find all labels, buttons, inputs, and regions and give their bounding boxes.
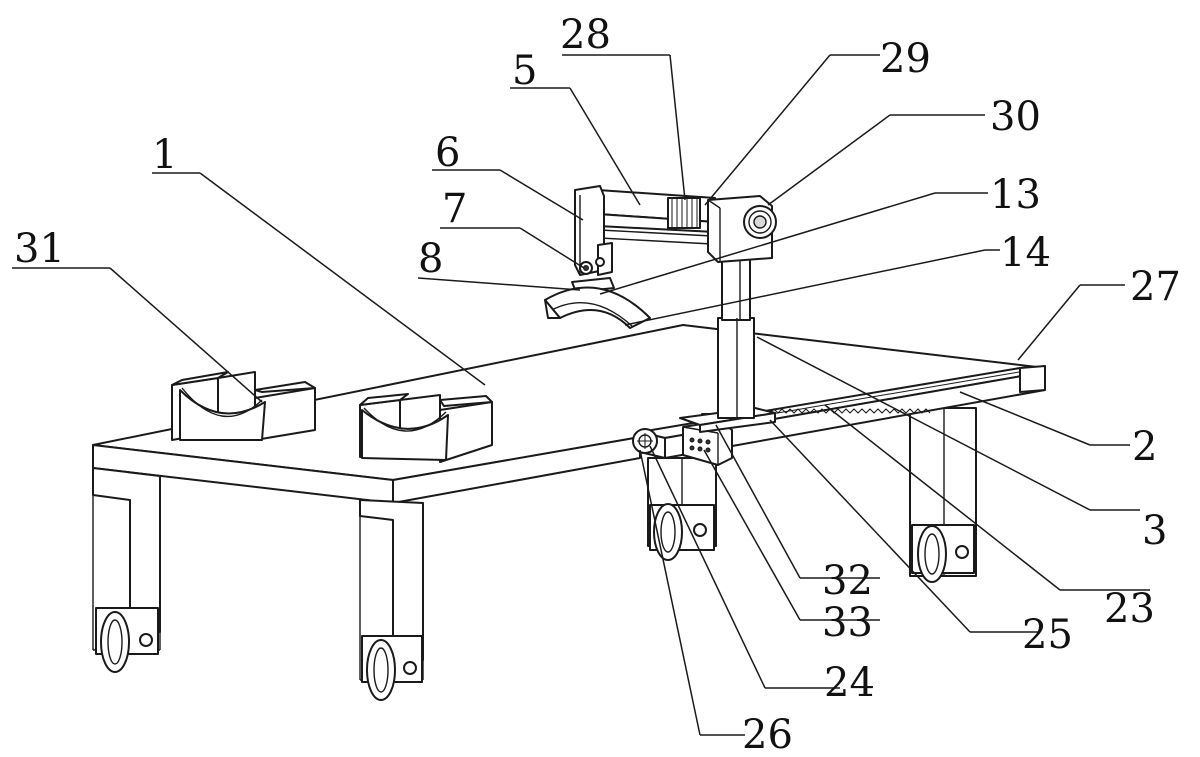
label-24: 24 — [824, 660, 875, 706]
label-1: 1 — [152, 132, 177, 178]
label-27: 27 — [1130, 264, 1181, 310]
label-32: 32 — [822, 558, 873, 604]
label-14: 14 — [1000, 230, 1051, 276]
label-7: 7 — [442, 186, 467, 232]
pipe-support-right — [359, 393, 493, 463]
leader-lines — [12, 54, 1150, 736]
label-13: 13 — [990, 172, 1041, 218]
caster-front-right — [361, 635, 423, 701]
pipe-support-left — [171, 371, 316, 441]
clamp-shoe — [544, 286, 651, 329]
rail-end-block — [1019, 365, 1046, 393]
label-6: 6 — [435, 130, 460, 176]
label-29: 29 — [880, 36, 931, 82]
caster-front-left — [95, 607, 159, 673]
part-labels: 28 29 5 30 1 6 13 7 31 8 14 27 2 3 32 23… — [14, 12, 1181, 757]
label-31: 31 — [14, 226, 65, 272]
label-26: 26 — [742, 712, 793, 757]
label-5: 5 — [512, 48, 537, 94]
label-25: 25 — [1022, 612, 1073, 658]
label-3: 3 — [1142, 508, 1167, 554]
label-8: 8 — [418, 236, 443, 282]
hanger — [571, 185, 615, 293]
bearing-cap — [743, 205, 777, 239]
label-23: 23 — [1104, 586, 1155, 632]
caster-rear-left — [649, 503, 715, 561]
label-2: 2 — [1132, 424, 1157, 470]
label-30: 30 — [990, 94, 1041, 140]
spring — [667, 197, 701, 229]
label-28: 28 — [560, 12, 611, 58]
caster-rear-right — [911, 524, 975, 583]
handwheel — [632, 428, 658, 454]
table-side-edge — [392, 436, 641, 504]
label-33: 33 — [822, 600, 873, 646]
horizontal-arm — [597, 189, 777, 263]
lifting-column — [717, 255, 755, 419]
